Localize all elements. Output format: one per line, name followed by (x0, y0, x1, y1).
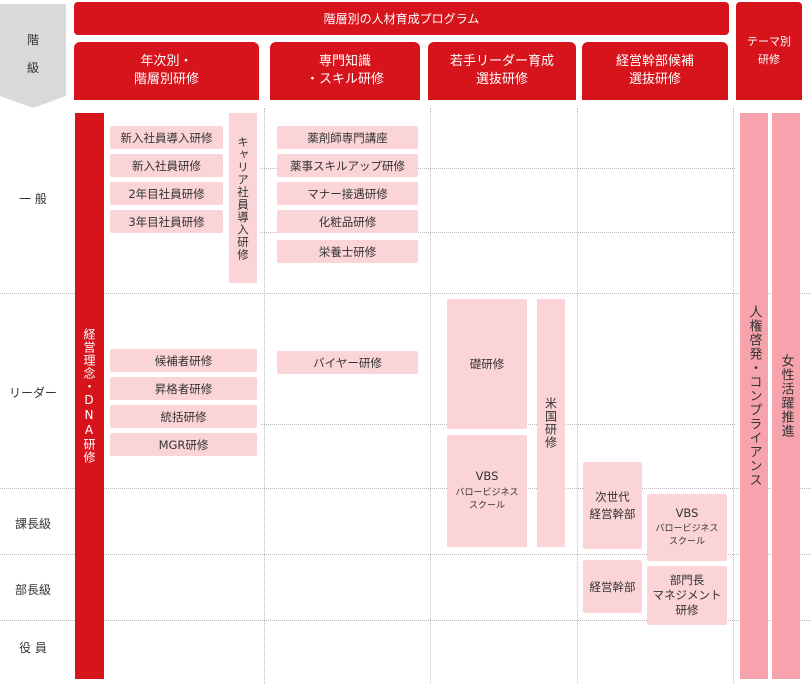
level-leader: リーダー (8, 385, 57, 400)
training-item: 3年目社員研修 (110, 210, 223, 233)
buchou-management-item: 部門長 マネジメント 研修 (647, 566, 727, 625)
column-header-keiei: 経営幹部候補 選抜研修 (582, 42, 728, 100)
level-bucho: 部長級 (14, 582, 51, 597)
grid-col-line (430, 108, 431, 684)
career-training-item: キャリア社員導入研修 (229, 113, 257, 283)
level-ippan: 一 般 (19, 191, 47, 206)
grid-col-line (577, 108, 578, 684)
vbs-keiei-item: VBS バロービジネス スクール (647, 494, 727, 561)
divider-bucho-yakuin (0, 620, 811, 621)
column-header-nenji: 年次別・ 階層別研修 (74, 42, 259, 100)
grid-line (260, 232, 735, 233)
grid-col-line (733, 108, 734, 684)
training-item: 新入社員研修 (110, 154, 223, 177)
training-item: 化粧品研修 (277, 210, 418, 233)
training-item: 2年目社員研修 (110, 182, 223, 205)
level-header-shape (0, 4, 66, 108)
training-item: 新入社員導入研修 (110, 126, 223, 149)
training-item: 栄養士研修 (277, 240, 418, 263)
level-header-label: 階 級 (26, 33, 39, 75)
grid-col-line (264, 108, 265, 684)
training-item: 薬事スキルアップ研修 (277, 154, 418, 177)
beikoku-training-item: 米国研修 (537, 299, 565, 547)
training-item: 薬剤師専門講座 (277, 126, 418, 149)
level-kacho: 課長級 (14, 516, 51, 531)
divider-kacho-bucho (0, 554, 811, 555)
training-item: 昇格者研修 (110, 377, 257, 400)
buyer-training-item: バイヤー研修 (277, 351, 418, 374)
ishizue-training-item: 礎研修 (447, 299, 527, 429)
vbs-training-item: VBS バロービジネス スクール (447, 435, 527, 547)
divider-leader-kacho (0, 488, 811, 489)
training-item: 統括研修 (110, 405, 257, 428)
column-header-senmon: 専門知識 ・スキル研修 (270, 42, 420, 100)
vbs-title: VBS (675, 506, 699, 520)
jisedai-keiei-item: 次世代 経営幹部 (583, 462, 642, 549)
column-header-wakate: 若手リーダー育成 選抜研修 (428, 42, 576, 100)
training-item: MGR研修 (110, 433, 257, 456)
josei-katsuyaku-bar: 女性活躍推進 (772, 113, 800, 679)
dna-training-bar: 経営理念・DNA研修 (75, 113, 104, 679)
keiei-kanbu-item: 経営幹部 (583, 560, 642, 613)
vbs-title: VBS (475, 469, 499, 483)
program-header: 階層別の人材育成プログラム (74, 2, 729, 35)
column-header-theme: テーマ別 研修 (736, 2, 802, 100)
training-item: 候補者研修 (110, 349, 257, 372)
vbs-subtitle: バロービジネス スクール (455, 488, 519, 511)
training-item: マナー接遇研修 (277, 182, 418, 205)
vbs-subtitle: バロービジネス スクール (655, 524, 719, 547)
jinken-compliance-bar: 人権啓発・コンプライアンス (740, 113, 768, 679)
divider-ippan-leader (0, 293, 811, 294)
grid-line (260, 168, 735, 169)
level-yakuin: 役 員 (19, 640, 47, 655)
